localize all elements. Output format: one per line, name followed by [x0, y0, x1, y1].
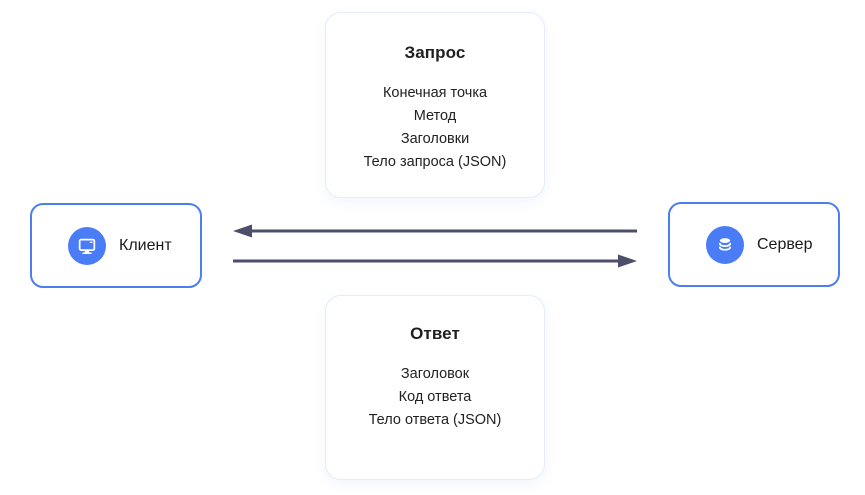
client-node-label: Клиент — [119, 236, 172, 254]
request-item-headers: Заголовки — [400, 131, 470, 147]
database-icon — [706, 225, 744, 264]
monitor-icon — [68, 226, 106, 265]
server-node: Сервер — [668, 202, 840, 287]
request-card-title: Запрос — [404, 43, 466, 62]
response-item-body: Тело ответа (JSON) — [368, 412, 502, 428]
request-item-endpoint: Конечная точка — [382, 85, 488, 101]
response-item-header: Заголовок — [400, 366, 470, 382]
client-node: Клиент — [30, 203, 202, 288]
arrow-server-to-client — [233, 224, 637, 238]
server-node-label: Сервер — [757, 235, 813, 253]
response-item-code: Код ответа — [398, 389, 472, 405]
arrow-client-to-server — [233, 254, 637, 268]
response-card-title: Ответ — [410, 324, 460, 343]
response-card: Ответ Заголовок Код ответа Тело ответа (… — [325, 295, 545, 480]
request-item-body: Тело запроса (JSON) — [363, 154, 507, 170]
request-item-method: Метод — [413, 108, 457, 124]
request-card: Запрос Конечная точка Метод Заголовки Те… — [325, 12, 545, 198]
